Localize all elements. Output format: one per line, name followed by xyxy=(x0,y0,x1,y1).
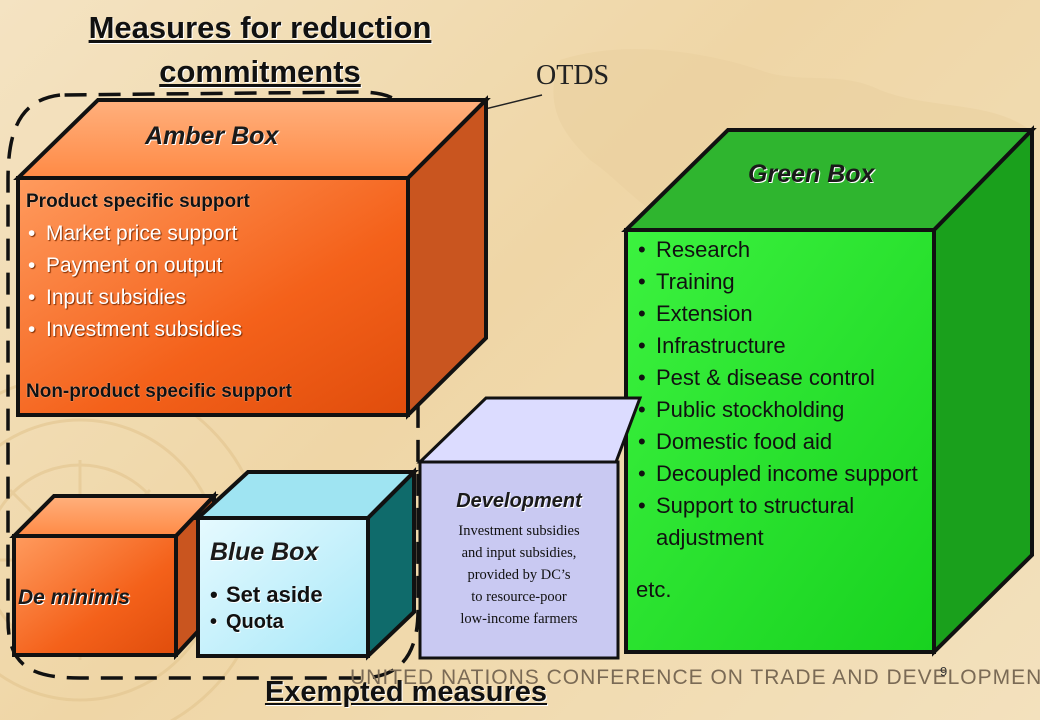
list-item: Investment subsidies xyxy=(26,314,406,346)
list-item: Public stockholding xyxy=(636,394,928,426)
green-items-list: Research Training Extension Infrastructu… xyxy=(636,234,928,554)
amber-heading-non-product-specific: Non-product specific support xyxy=(26,381,292,402)
development-title: Development xyxy=(456,490,582,512)
list-item: Input subsidies xyxy=(26,282,406,314)
list-item: Research xyxy=(636,234,928,266)
blue-box-title: Blue Box xyxy=(210,538,319,566)
blue-box-items: Set aside Quota xyxy=(208,580,368,634)
list-item: Support to structural adjustment xyxy=(636,490,928,554)
list-item: Extension xyxy=(636,298,928,330)
amber-box-content: Product specific support Market price su… xyxy=(26,186,406,408)
list-item: Payment on output xyxy=(26,250,406,282)
list-item: Training xyxy=(636,266,928,298)
green-box-content: Research Training Extension Infrastructu… xyxy=(636,234,928,606)
list-item: Quota xyxy=(208,610,368,634)
development-line: low-income farmers xyxy=(460,611,578,627)
exempted-measures-label: Exempted measures xyxy=(264,676,548,708)
title-line-1: Measures for reduction xyxy=(88,10,432,45)
list-item: Infrastructure xyxy=(636,330,928,362)
development-line: to resource-poor xyxy=(471,589,567,605)
development-description: Investment subsidies and input subsidies… xyxy=(420,520,618,630)
development-line: and input subsidies, xyxy=(461,545,577,561)
list-item: Domestic food aid xyxy=(636,426,928,458)
list-item: Pest & disease control xyxy=(636,362,928,394)
green-etc: etc. xyxy=(636,577,672,602)
amber-box-title: Amber Box xyxy=(145,122,279,150)
unctad-branding: UNITED NATIONS CONFERENCE ON TRADE AND D… xyxy=(350,666,1040,689)
de-minimis-label: De minimis xyxy=(18,586,131,609)
page-number: 9 xyxy=(940,664,948,679)
list-item: Market price support xyxy=(26,218,406,250)
amber-items-list: Market price support Payment on output I… xyxy=(26,218,406,346)
development-line: Investment subsidies xyxy=(458,523,580,539)
title-line-2: commitments xyxy=(159,54,361,89)
list-item: Decoupled income support xyxy=(636,458,928,490)
otds-label: OTDS xyxy=(536,60,610,91)
development-line: provided by DC’s xyxy=(467,567,571,583)
green-box-title: Green Box xyxy=(748,160,875,188)
list-item: Set aside xyxy=(208,580,368,610)
amber-heading-product-specific: Product specific support xyxy=(26,191,250,212)
